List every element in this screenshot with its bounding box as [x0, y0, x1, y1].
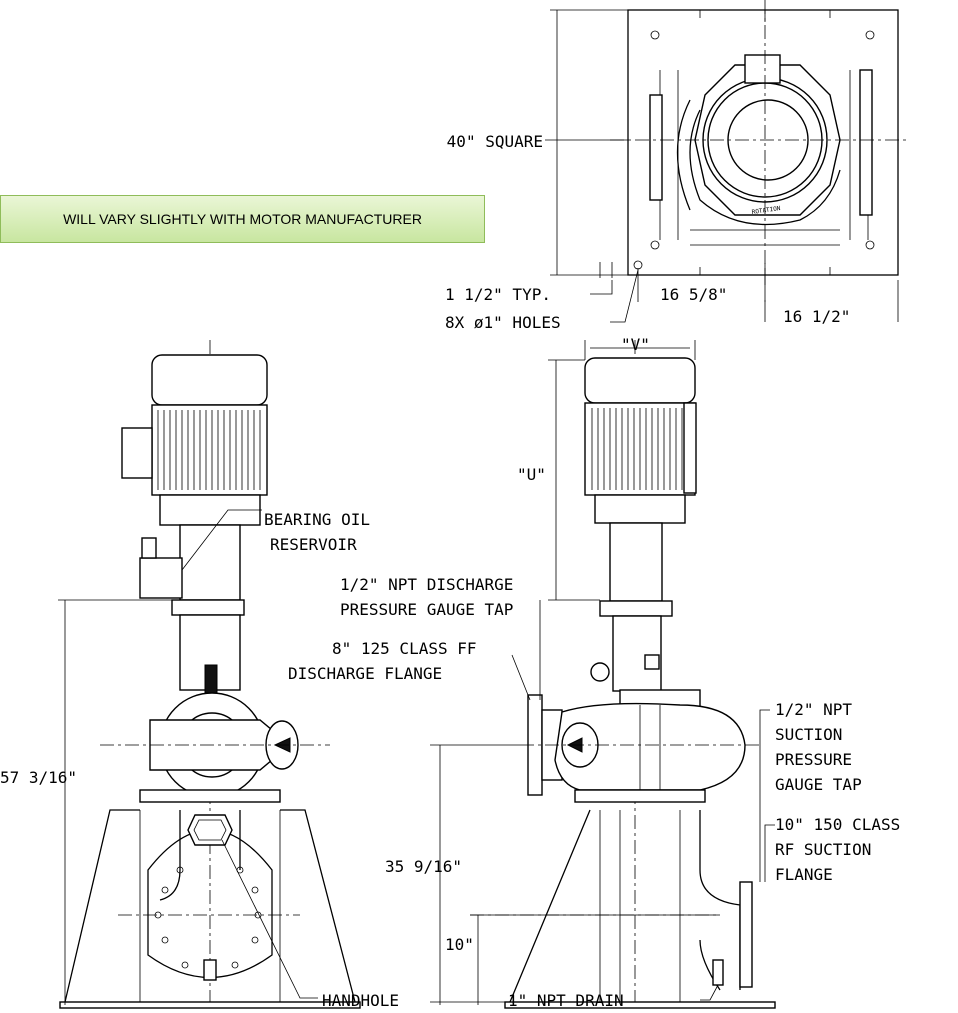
left-elevation: 57 3/16" BEARING OIL RESERVOIR HANDHOLE — [0, 340, 399, 1010]
motor-note-box: WILL VARY SLIGHTLY WITH MOTOR MANUFACTUR… — [0, 195, 485, 243]
dim-57-3-16: 57 3/16" — [0, 768, 77, 787]
callout-bearing-2: RESERVOIR — [270, 535, 357, 554]
callout-discharge-flange-1: 8" 125 CLASS FF — [332, 639, 477, 658]
dim-40-square: 40" SQUARE — [447, 132, 543, 151]
callout-npt-discharge-1: 1/2" NPT DISCHARGE — [340, 575, 513, 594]
plan-view: ROTATION 40" SQUARE 1 1/2" TYP. 8X ø1" H… — [445, 0, 910, 332]
right-elevation: "V" "U" — [288, 335, 900, 1010]
rotation-label: ROTATION — [751, 205, 781, 216]
motor-note-text: WILL VARY SLIGHTLY WITH MOTOR MANUFACTUR… — [63, 211, 422, 227]
callout-suction-tap-2: SUCTION — [775, 725, 842, 744]
callout-bearing-1: BEARING OIL — [264, 510, 370, 529]
dim-35-9-16: 35 9/16" — [385, 857, 462, 876]
callout-suction-flange-1: 10" 150 CLASS — [775, 815, 900, 834]
callout-drain: 1" NPT DRAIN — [508, 991, 624, 1010]
dim-typ: 1 1/2" TYP. — [445, 285, 551, 304]
callout-suction-tap-1: 1/2" NPT — [775, 700, 852, 719]
callout-suction-tap-4: GAUGE TAP — [775, 775, 862, 794]
callout-handhole: HANDHOLE — [322, 991, 399, 1010]
callout-discharge-flange-2: DISCHARGE FLANGE — [288, 664, 442, 683]
dim-16-1-2: 16 1/2" — [783, 307, 850, 326]
callout-npt-discharge-2: PRESSURE GAUGE TAP — [340, 600, 513, 619]
dim-v: "V" — [621, 335, 650, 354]
dim-16-5-8: 16 5/8" — [660, 285, 727, 304]
dim-holes: 8X ø1" HOLES — [445, 313, 561, 332]
dim-u: "U" — [517, 465, 546, 484]
callout-suction-flange-2: RF SUCTION — [775, 840, 871, 859]
dim-10: 10" — [445, 935, 474, 954]
callout-suction-flange-3: FLANGE — [775, 865, 833, 884]
callout-suction-tap-3: PRESSURE — [775, 750, 852, 769]
